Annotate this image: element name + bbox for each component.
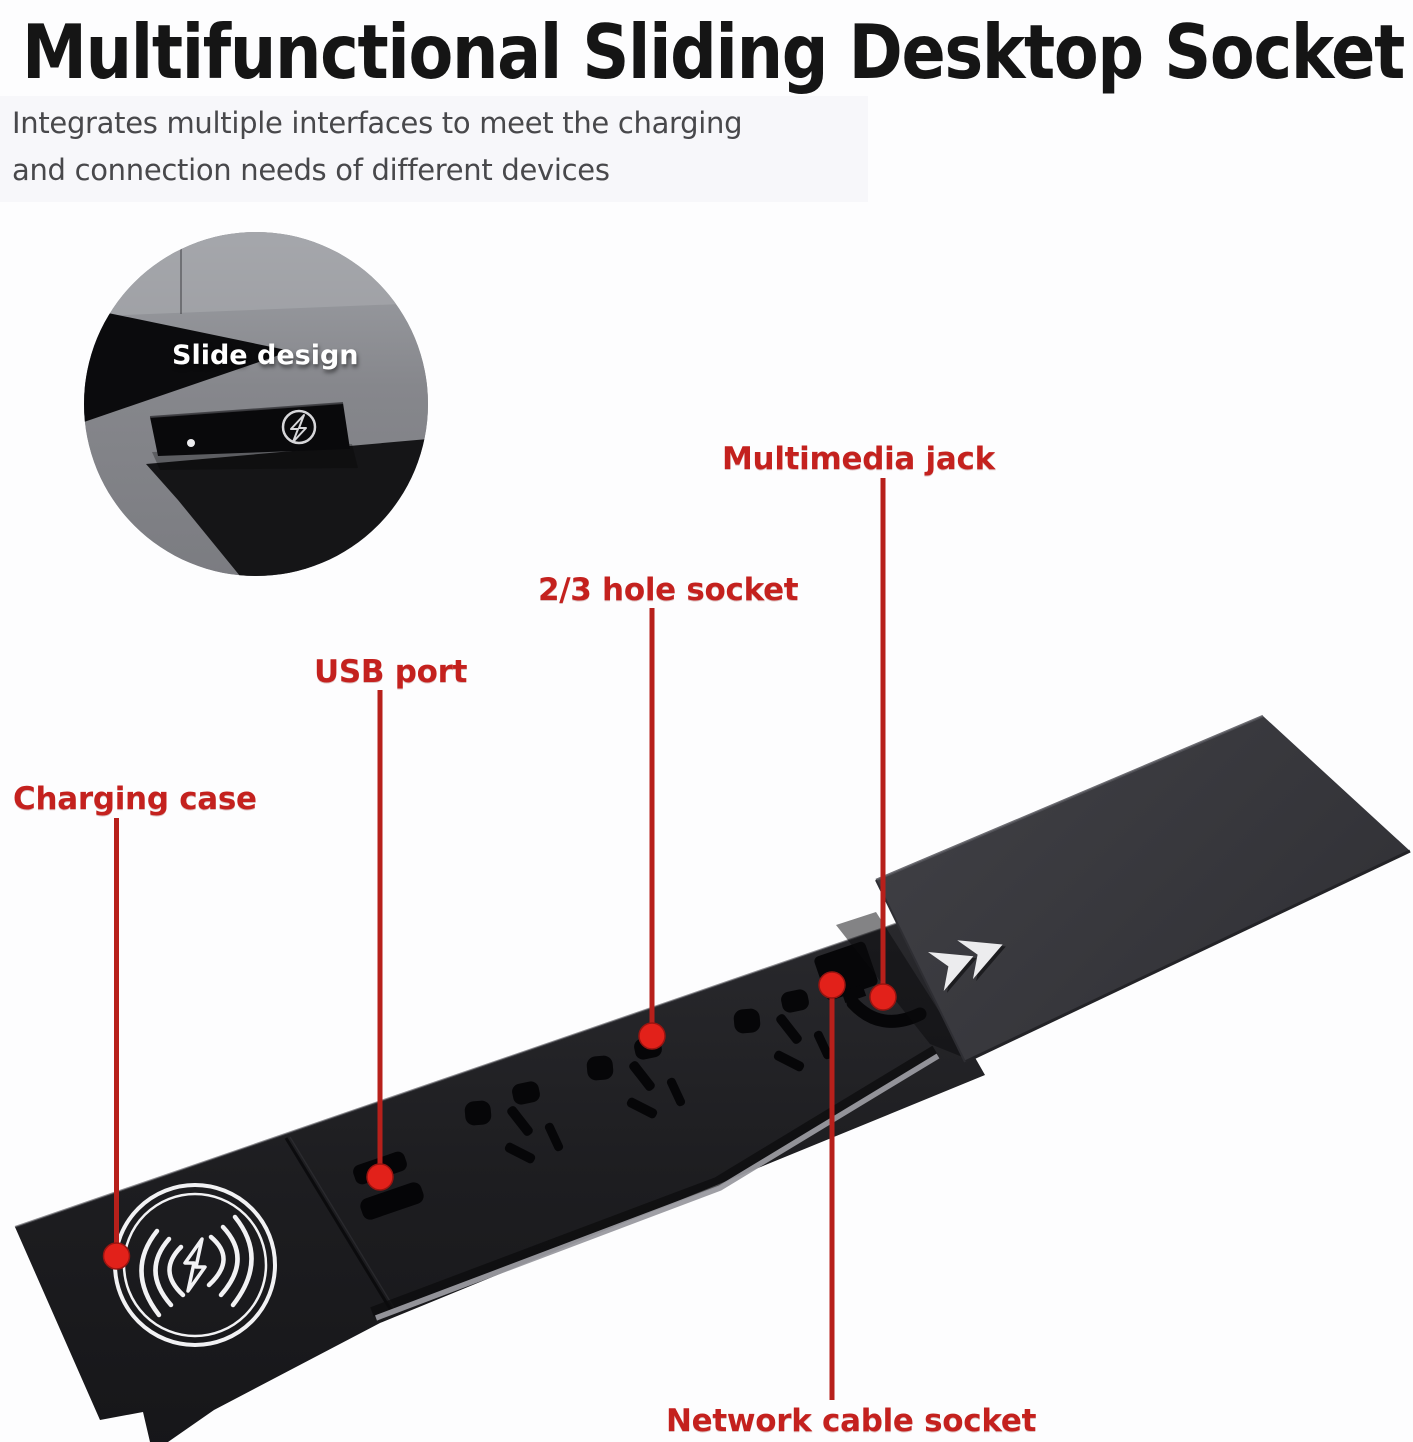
inset-logo-bolt-icon	[290, 414, 307, 443]
cover-shadow	[836, 912, 970, 1060]
cover-top-edge	[875, 714, 1264, 882]
callout-dot-usb-port	[366, 1163, 394, 1191]
cover-left-edge	[875, 879, 966, 1063]
page-title: Multifunctional Sliding Desktop Socket	[22, 8, 1405, 96]
bevel-groove	[370, 1045, 938, 1317]
inset-caption: Slide design	[172, 340, 359, 371]
cover-top-highlight	[149, 402, 344, 418]
subtitle-line-2: and connection needs of different device…	[12, 153, 610, 187]
callout-dot-multimedia-jack	[869, 983, 897, 1011]
cover-bottom-edge	[964, 849, 1411, 1064]
subtitle-backdrop	[0, 96, 868, 202]
callout-dots	[102, 971, 897, 1270]
cover-panel[interactable]	[876, 716, 1410, 1062]
inset-slide-photo	[84, 232, 428, 576]
callout-label-network-cable-socket: Network cable socket	[666, 1403, 1037, 1439]
callout-label-hole-socket: 2/3 hole socket	[538, 572, 799, 608]
shadow-wedge	[84, 308, 291, 422]
sliding-cover[interactable]	[836, 714, 1411, 1064]
inset-logo-icon	[281, 409, 317, 445]
charging-wave-arcs	[139, 1214, 254, 1318]
strip-top-edge-highlight	[14, 922, 899, 1228]
subtitle-line-1: Integrates multiple interfaces to meet t…	[12, 106, 743, 140]
wireless-charging-icon	[183, 1237, 207, 1293]
desk-front-edge	[146, 439, 428, 576]
callout-label-multimedia-jack: Multimedia jack	[722, 441, 995, 477]
callout-dot-charging-case	[102, 1242, 131, 1270]
callout-label-usb-port: USB port	[314, 654, 468, 690]
callout-dot-hole-socket	[638, 1022, 666, 1050]
bevel-highlight-stripe	[375, 1053, 940, 1321]
desktop-socket-strip	[14, 922, 985, 1442]
usb-slot-bottom	[360, 1182, 424, 1220]
callout-dot-network-socket	[818, 971, 846, 999]
callout-lines	[114, 478, 886, 1400]
panel-seam-highlight	[289, 1136, 397, 1312]
page-subtitle: Integrates multiple interfaces to meet t…	[12, 100, 743, 194]
panel-seam	[284, 1137, 394, 1313]
cover-indicator-dot	[187, 439, 195, 447]
strip-body	[15, 923, 985, 1442]
callout-label-charging-case: Charging case	[13, 781, 257, 817]
